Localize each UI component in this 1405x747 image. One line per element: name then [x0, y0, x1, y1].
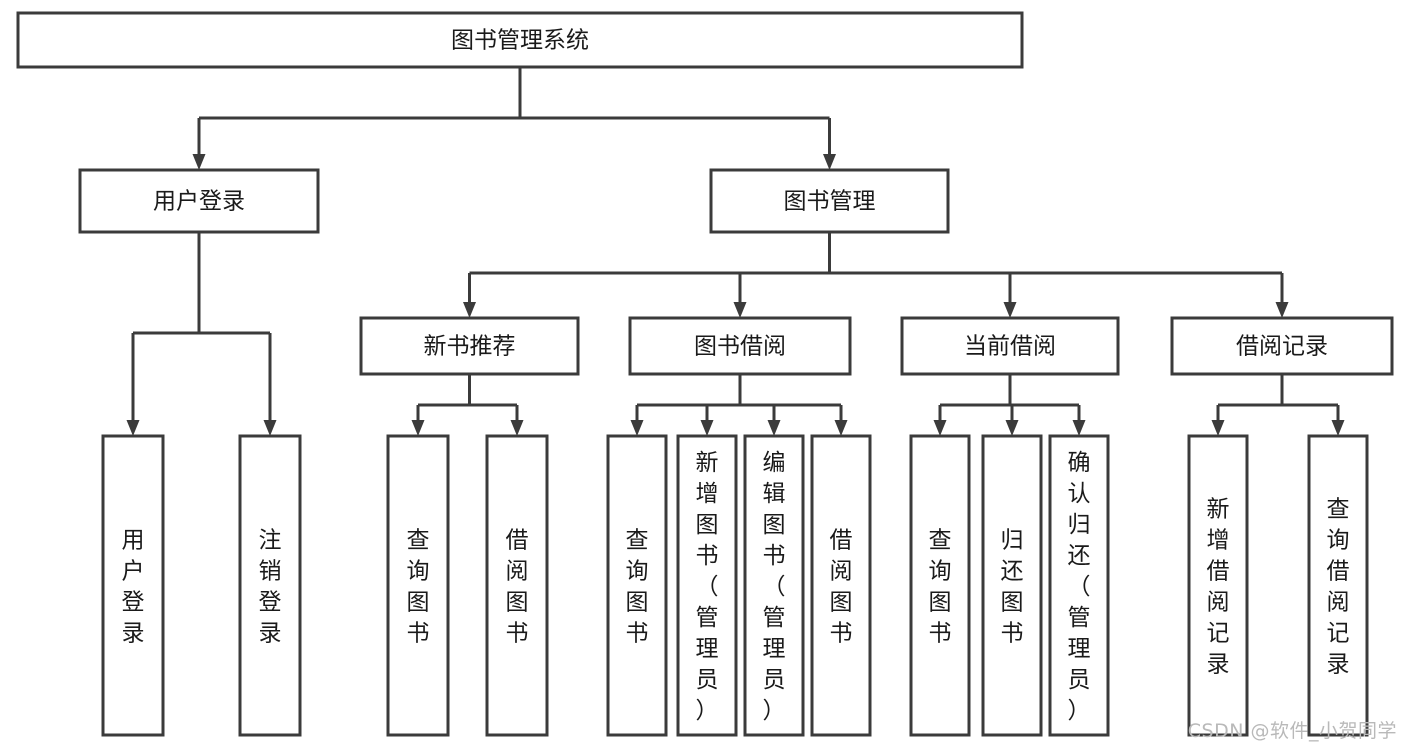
- node-box-leaf-edit-book[interactable]: [743, 434, 805, 737]
- node-box-leaf-user-login[interactable]: [101, 434, 165, 737]
- connector-arrowhead: [126, 420, 140, 436]
- node-leaf-edit-book[interactable]: 编辑图书（管理员）: [743, 434, 805, 737]
- connector-group-book-borrow: [630, 374, 848, 436]
- node-leaf-borrow-book-2[interactable]: 借阅图书: [810, 434, 872, 737]
- node-label-leaf-return-book: 归还图书: [1001, 528, 1024, 647]
- node-label-leaf-add-record: 新增借阅记录: [1207, 497, 1230, 678]
- node-leaf-query-record[interactable]: 查询借阅记录: [1307, 434, 1369, 737]
- node-box-leaf-query-record[interactable]: [1307, 434, 1369, 737]
- node-book-manage[interactable]: 图书管理: [709, 168, 950, 234]
- connector-arrowhead: [510, 420, 524, 436]
- node-root[interactable]: 图书管理系统: [16, 11, 1024, 69]
- connector-arrowhead: [263, 420, 277, 436]
- node-box-new-book-rec[interactable]: [359, 316, 580, 376]
- node-label-current-borrow: 当前借阅: [964, 334, 1056, 360]
- node-box-root[interactable]: [16, 11, 1024, 69]
- node-box-leaf-borrow-book-2[interactable]: [810, 434, 872, 737]
- node-leaf-confirm-return[interactable]: 确认归还（管理员）: [1048, 434, 1110, 737]
- node-label-book-borrow: 图书借阅: [694, 334, 786, 360]
- node-leaf-add-book[interactable]: 新增图书（管理员）: [676, 434, 738, 737]
- node-box-leaf-add-book[interactable]: [676, 434, 738, 737]
- node-label-leaf-add-book: 新增图书（管理员）: [696, 450, 719, 724]
- node-box-book-borrow[interactable]: [628, 316, 852, 376]
- connector-arrowhead: [733, 302, 747, 318]
- node-label-book-manage: 图书管理: [784, 189, 876, 215]
- node-box-leaf-return-book[interactable]: [981, 434, 1043, 737]
- node-label-leaf-query-record: 查询借阅记录: [1327, 497, 1350, 678]
- connector-arrowhead: [834, 420, 848, 436]
- connector-arrowhead: [1005, 420, 1019, 436]
- node-label-leaf-logout: 注销登录: [259, 528, 282, 647]
- connector-group-current-borrow: [933, 374, 1086, 436]
- node-leaf-query-book-1[interactable]: 查询图书: [386, 434, 450, 737]
- connector-group-user-login: [126, 232, 277, 436]
- node-new-book-rec[interactable]: 新书推荐: [359, 316, 580, 376]
- node-leaf-user-login[interactable]: 用户登录: [101, 434, 165, 737]
- connector-arrowhead: [700, 420, 714, 436]
- node-leaf-query-book-3[interactable]: 查询图书: [909, 434, 971, 737]
- node-box-leaf-add-record[interactable]: [1187, 434, 1249, 737]
- node-label-borrow-record: 借阅记录: [1236, 334, 1328, 360]
- csdn-watermark: CSDN @软件_小贺同学: [1187, 720, 1397, 742]
- connector-group-new-book-rec: [411, 374, 524, 436]
- node-leaf-logout[interactable]: 注销登录: [238, 434, 302, 737]
- node-box-borrow-record[interactable]: [1170, 316, 1394, 376]
- node-label-leaf-borrow-book-1: 借阅图书: [506, 528, 529, 647]
- node-label-leaf-confirm-return: 确认归还（管理员）: [1068, 450, 1091, 724]
- node-label-new-book-rec: 新书推荐: [424, 334, 516, 360]
- node-label-root: 图书管理系统: [451, 28, 589, 54]
- connector-group-borrow-record: [1211, 374, 1345, 436]
- node-leaf-return-book[interactable]: 归还图书: [981, 434, 1043, 737]
- connector-arrowhead: [463, 302, 476, 318]
- connector-arrowhead: [630, 420, 644, 436]
- node-leaf-borrow-book-1[interactable]: 借阅图书: [485, 434, 549, 737]
- node-box-book-manage[interactable]: [709, 168, 950, 234]
- connector-arrowhead: [1211, 420, 1225, 436]
- node-current-borrow[interactable]: 当前借阅: [900, 316, 1120, 376]
- node-box-leaf-query-book-2[interactable]: [606, 434, 668, 737]
- node-box-leaf-borrow-book-1[interactable]: [485, 434, 549, 737]
- node-label-leaf-borrow-book-2: 借阅图书: [830, 528, 853, 647]
- connector-arrowhead: [1275, 302, 1289, 318]
- node-borrow-record[interactable]: 借阅记录: [1170, 316, 1394, 376]
- connector-arrowhead: [1003, 302, 1017, 318]
- connector-group-book-manage: [463, 232, 1289, 318]
- connector-arrowhead: [823, 154, 836, 170]
- connector-layer: [126, 67, 1345, 436]
- connector-group-root: [192, 67, 836, 170]
- node-book-borrow[interactable]: 图书借阅: [628, 316, 852, 376]
- connector-arrowhead: [1072, 420, 1086, 436]
- node-label-leaf-edit-book: 编辑图书（管理员）: [763, 450, 786, 724]
- node-label-leaf-user-login: 用户登录: [122, 528, 145, 647]
- node-box-leaf-query-book-3[interactable]: [909, 434, 971, 737]
- connector-arrowhead: [767, 420, 781, 436]
- node-box-current-borrow[interactable]: [900, 316, 1120, 376]
- node-label-leaf-query-book-3: 查询图书: [929, 528, 952, 647]
- node-box-leaf-confirm-return[interactable]: [1048, 434, 1110, 737]
- node-user-login[interactable]: 用户登录: [78, 168, 320, 234]
- node-label-leaf-query-book-1: 查询图书: [407, 528, 430, 647]
- node-label-user-login: 用户登录: [153, 189, 245, 215]
- node-leaf-add-record[interactable]: 新增借阅记录: [1187, 434, 1249, 737]
- node-layer: 图书管理系统用户登录图书管理新书推荐图书借阅当前借阅借阅记录用户登录注销登录查询…: [16, 11, 1394, 737]
- connector-arrowhead: [933, 420, 947, 436]
- connector-arrowhead: [192, 154, 206, 170]
- connector-arrowhead: [1331, 420, 1345, 436]
- node-label-leaf-query-book-2: 查询图书: [626, 528, 649, 647]
- node-box-leaf-logout[interactable]: [238, 434, 302, 737]
- connector-arrowhead: [411, 420, 425, 436]
- node-box-leaf-query-book-1[interactable]: [386, 434, 450, 737]
- node-box-user-login[interactable]: [78, 168, 320, 234]
- node-leaf-query-book-2[interactable]: 查询图书: [606, 434, 668, 737]
